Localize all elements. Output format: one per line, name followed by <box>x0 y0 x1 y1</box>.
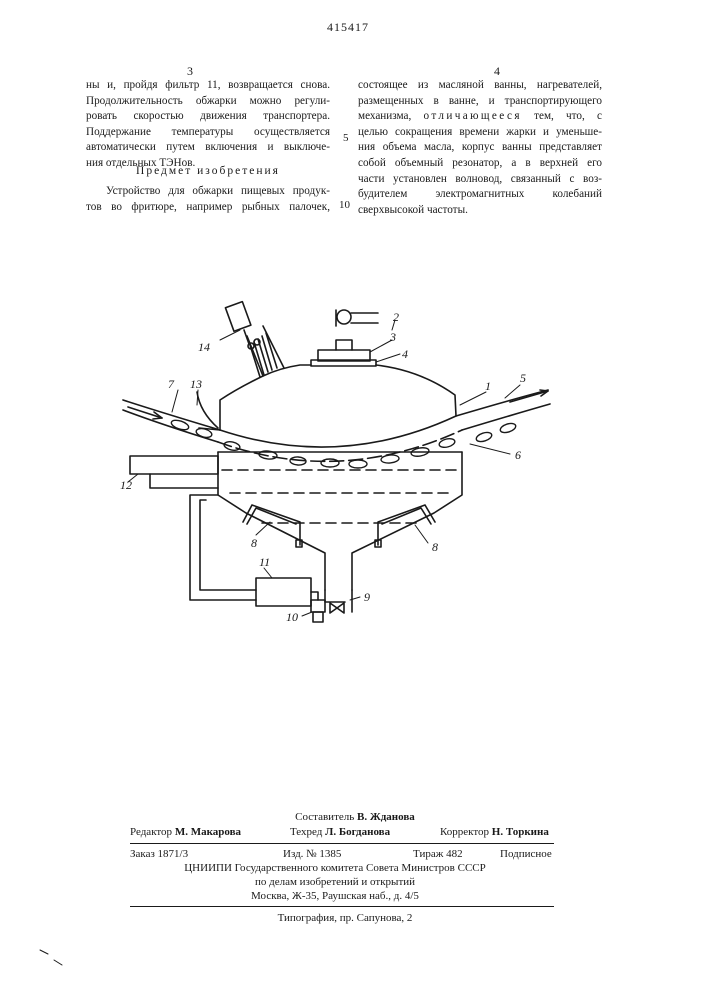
figure-label: 3 <box>390 330 396 345</box>
editor-label: Редактор <box>130 826 172 838</box>
figure-label: 7 <box>168 377 174 392</box>
subscription: Подписное <box>500 847 552 862</box>
corrector-line: Корректор Н. Торкина <box>440 825 549 840</box>
dome-housing-right <box>376 365 456 416</box>
oil-bath <box>218 452 325 590</box>
figure-label: 11 <box>259 555 270 570</box>
figure-label: 13 <box>190 377 202 392</box>
techred-name: Л. Богданова <box>325 826 390 838</box>
editor-line: Редактор М. Макарова <box>130 825 241 840</box>
pump <box>311 600 325 612</box>
oil-reservoir <box>130 456 218 474</box>
corrector-name: Н. Торкина <box>492 826 549 838</box>
edition-number: Изд. № 1385 <box>283 847 341 862</box>
figure-label: 4 <box>402 347 408 362</box>
figure-label: 6 <box>515 448 521 463</box>
conveyor-arrow-in <box>128 407 162 418</box>
figure-label: 10 <box>286 610 298 625</box>
conveyor-lower-rail-right <box>462 404 550 430</box>
separator-line <box>130 843 554 844</box>
order-number: Заказ 1871/3 <box>130 847 188 862</box>
figure-label: 12 <box>120 478 132 493</box>
conveyor-arrow-out <box>510 391 548 402</box>
filter <box>256 578 311 606</box>
printer-line: Типография, пр. Сапунова, 2 <box>200 911 490 926</box>
figure-label: 1 <box>485 379 491 394</box>
compiler-label: Составитель <box>295 811 354 823</box>
figure-label: 14 <box>198 340 210 355</box>
figure-label: 9 <box>364 590 370 605</box>
editor-name: М. Макарова <box>175 826 241 838</box>
figure-label: 8 <box>251 536 257 551</box>
fan-motor <box>225 302 250 332</box>
dome-housing <box>220 365 311 430</box>
microwave-source <box>337 310 351 324</box>
figure-label: 2 <box>393 310 399 325</box>
heater-right <box>378 505 435 545</box>
conveyor-upper-rail-right <box>456 390 548 416</box>
figure-label: 5 <box>520 371 526 386</box>
corrector-label: Корректор <box>440 826 489 838</box>
techred-label: Техред <box>290 826 322 838</box>
compiler-name: В. Жданова <box>357 811 415 823</box>
figure-label: 8 <box>432 540 438 555</box>
circulation: Тираж 482 <box>413 847 463 862</box>
institute-address: Москва, Ж-35, Раушская наб., д. 4/5 <box>170 889 500 904</box>
conveyor-in-bath-upper <box>220 416 456 447</box>
valve <box>330 603 344 613</box>
techred-line: Техред Л. Богданова <box>290 825 390 840</box>
institute-line: ЦНИИПИ Государственного комитета Совета … <box>170 861 500 876</box>
institute-line: по делам изобретений и открытий <box>170 875 500 890</box>
separator-line <box>130 906 554 907</box>
compiler-line: Составитель В. Жданова <box>270 810 440 825</box>
